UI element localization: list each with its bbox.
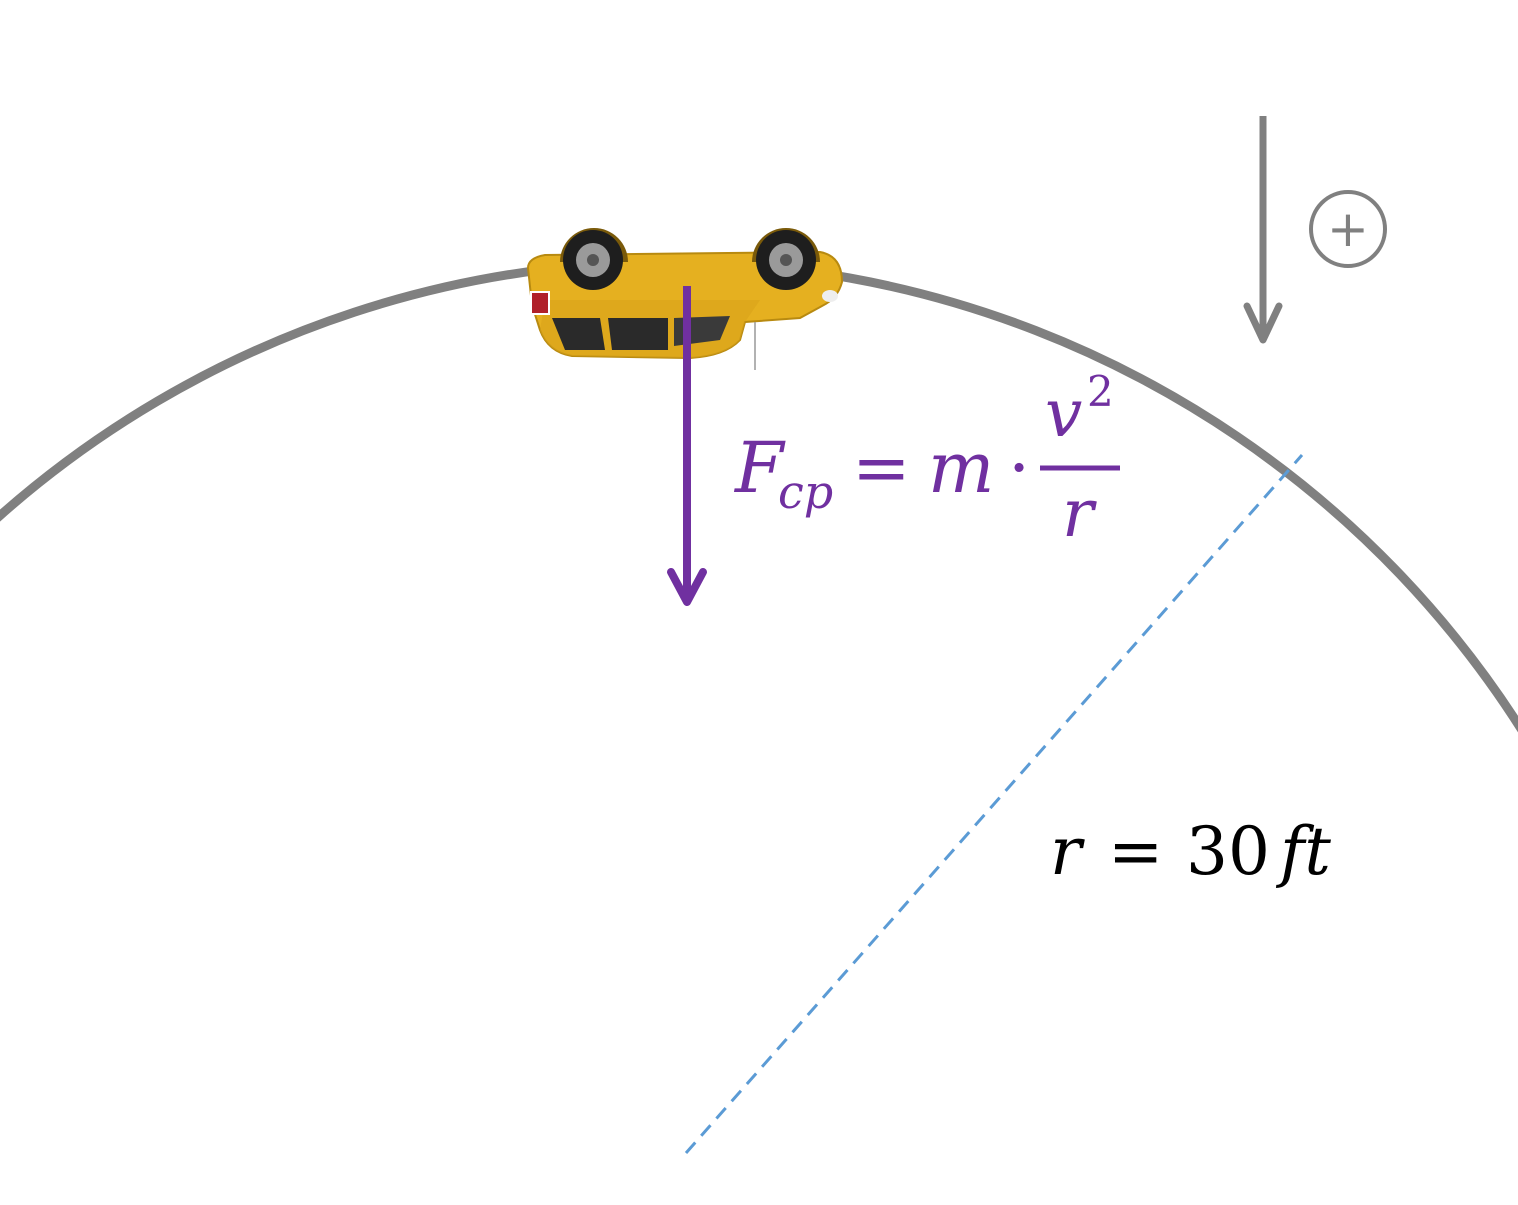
radius-unit: ft bbox=[1275, 813, 1331, 890]
formula-lhs-subscript: cp bbox=[778, 465, 833, 519]
formula-lhs: F bbox=[733, 427, 786, 509]
radius-symbol: r bbox=[1050, 813, 1085, 890]
radius-label: r = 30 ft bbox=[1050, 813, 1331, 890]
formula-equals: = bbox=[852, 427, 911, 509]
radius-value: 30 bbox=[1186, 813, 1270, 890]
radius-equals: = bbox=[1108, 813, 1163, 890]
positive-direction-arrow bbox=[1243, 116, 1283, 344]
centripetal-force-arrow bbox=[667, 286, 707, 606]
formula-numerator-exponent: 2 bbox=[1087, 367, 1114, 416]
formula-numerator: v bbox=[1045, 375, 1082, 452]
positive-sign-icon: + bbox=[1309, 190, 1387, 268]
centripetal-force-formula: F cp = m · v 2 r bbox=[733, 367, 1120, 552]
formula-denominator: r bbox=[1062, 475, 1097, 552]
formula-mass: m bbox=[928, 427, 994, 509]
radius-line bbox=[684, 454, 1304, 1154]
formula-dot: · bbox=[1008, 427, 1030, 509]
positive-sign-symbol: + bbox=[1327, 200, 1369, 258]
